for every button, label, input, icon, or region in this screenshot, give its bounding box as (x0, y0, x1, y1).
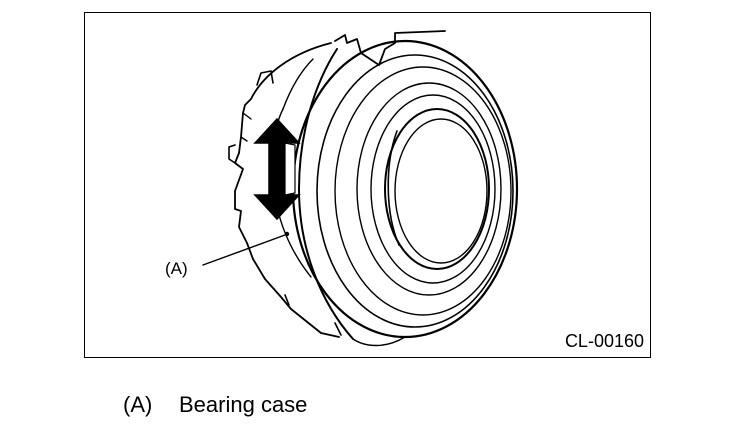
callout-leader-line (202, 234, 286, 266)
bearing-inner-bore (384, 108, 490, 270)
bearing-case-flange (334, 30, 446, 66)
callout-point (284, 231, 290, 237)
figure-code: CL-00160 (564, 331, 644, 351)
legend-caption: (A) Bearing case (123, 392, 307, 418)
flange-tab-top (256, 70, 274, 86)
double-arrow-icon (253, 117, 301, 221)
bearing-outer-ring (291, 39, 519, 339)
legend-text: Bearing case (179, 392, 308, 417)
legend-key: (A) (123, 392, 153, 417)
callout-label-a: (A) (165, 259, 188, 278)
flange-tab-left (228, 144, 236, 164)
figure-frame: (A) CL-00160 (84, 12, 651, 358)
bearing-case-illustration (202, 30, 519, 347)
flange-notch-bottom (284, 294, 342, 336)
